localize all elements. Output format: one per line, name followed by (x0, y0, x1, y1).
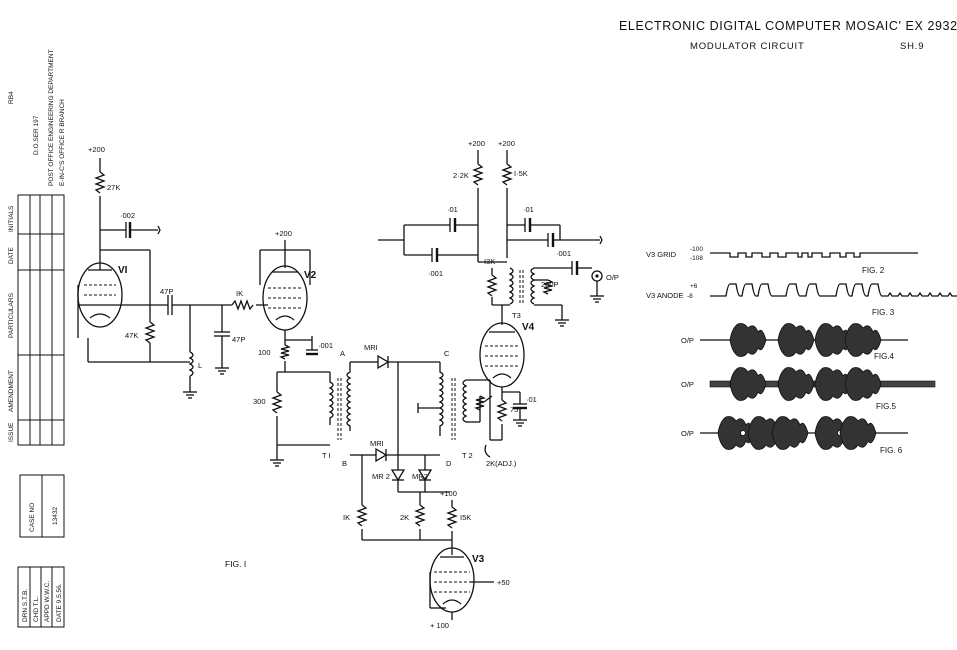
capacitor-01-right: ·01 (523, 205, 534, 214)
label-v1: VI (118, 265, 128, 276)
figure-6-label: FIG. 6 (880, 446, 903, 455)
label-t3: T3 (512, 311, 521, 320)
supply-plus200-left: +200 (468, 139, 485, 148)
figure-1-label: FIG. I (225, 559, 246, 569)
wf-fig3-trace (710, 283, 957, 297)
diode-mr2-left: MR 2 (372, 472, 390, 481)
label-t1: T I (322, 451, 331, 460)
supply-plus50: +50 (497, 578, 510, 587)
col-issue: ISSUE (8, 422, 15, 442)
output-label: O/P (606, 273, 619, 282)
diode-mr2-right: MR2 (412, 472, 428, 481)
figure-2-label: FIG. 2 (862, 266, 885, 275)
figure-3-label: FIG. 3 (872, 308, 895, 317)
approved-by: APPD W.W.C. (44, 581, 51, 622)
supply-plus200-right: +200 (498, 139, 515, 148)
wf-fig5-op-label: O/P (681, 380, 694, 389)
checked-by: CHD T.L. (33, 596, 40, 622)
transformer-t1: T I A B (322, 349, 366, 468)
label-v4: V4 (522, 322, 535, 333)
wf-fig6-op-label: O/P (681, 429, 694, 438)
resistor-1-5k: I·5K (514, 169, 528, 178)
resistor-2k-adjustable: 2K(ADJ.) (486, 459, 517, 468)
waveform-figures: V3 GRID -100 -108 FIG. 2 +6 V3 ANODE -8 … (646, 246, 957, 455)
wf-fig4-op-label: O/P (681, 336, 694, 345)
label-v2: V2 (304, 270, 317, 281)
col-date: DATE (8, 246, 15, 264)
capacitor-200p: 200P (541, 280, 559, 289)
wf-anode-hi: +6 (690, 283, 698, 290)
resistor-1k-lower: IK (343, 513, 350, 522)
v2-stage: IK 47P +200 V2 100 ·001 300 (205, 229, 333, 467)
node-b: B (342, 459, 347, 468)
diode-network: MRI MRI MR 2 MR2 +100 IK 2K I5K (343, 343, 471, 555)
resistor-47k: 47K (125, 331, 138, 340)
wf-v3-anode-label: V3 ANODE (646, 291, 684, 300)
resistor-2k: 2K (400, 513, 409, 522)
wf-grid-lo: -108 (690, 255, 703, 262)
case-number: 13432 (52, 507, 59, 525)
resistor-1k-grid: IK (236, 289, 243, 298)
capacitor-47p-grid: 47P (232, 335, 245, 344)
office: E-IN-C'S OFFICE R BRANCH (59, 99, 66, 186)
capacitor-47p-coupling: 47P (160, 287, 173, 296)
transformer-t2: C D T 2 (417, 349, 490, 468)
wf-grid-hi: -100 (690, 246, 703, 253)
capacitor-001-left: ·001 (428, 269, 443, 278)
capacitor-001-cathode: ·001 (318, 341, 333, 350)
resistor-2-2k: 2·2K (453, 171, 469, 180)
supply-plus200-v2: +200 (275, 229, 292, 238)
node-c: C (444, 349, 450, 358)
department: POST OFFICE ENGINEERING DEPARTMENT (48, 49, 55, 186)
capacitor-002: ·002 (120, 211, 135, 220)
resistor-13k: I3K (484, 257, 495, 266)
resistor-100: 100 (258, 348, 271, 357)
wf-v3-grid-label: V3 GRID (646, 250, 677, 259)
capacitor-001-right: ·001 (556, 249, 571, 258)
resistor-75: 75 (510, 405, 518, 414)
sheet-title: ELECTRONIC DIGITAL COMPUTER MOSAIC' EX 2… (619, 19, 957, 33)
diode-mr1-lower: MRI (370, 439, 384, 448)
col-initials: INITIALS (8, 205, 15, 232)
sheet-subtitle: MODULATOR CIRCUIT (690, 41, 805, 52)
label-t2: T 2 (462, 451, 473, 460)
supply-plus100-diodes: +100 (440, 489, 457, 498)
ref-rb4: RB4 (8, 91, 15, 104)
figure-5-label: FIG.5 (876, 402, 897, 411)
wf-anode-lo: -8 (687, 293, 693, 300)
col-particulars: PARTICULARS (8, 292, 15, 338)
case-label: CASE NO (29, 503, 36, 532)
wf-fig2-trace (710, 252, 918, 258)
wf-fig4-bursts (729, 323, 882, 357)
label-v3: V3 (472, 554, 485, 565)
wf-fig6-bursts (717, 416, 877, 450)
resistor-15k: I5K (460, 513, 471, 522)
figure-4-label: FIG.4 (874, 352, 895, 361)
capacitor-01-left: ·01 (447, 205, 458, 214)
col-amendment: AMENDMENT (8, 370, 15, 412)
resistor-300: 300 (253, 397, 266, 406)
title-block: INITIALS DATE PARTICULARS AMENDMENT ISSU… (8, 49, 66, 628)
sheet-number: SH.9 (900, 41, 924, 52)
v3-stage: V3 +50 + 100 (429, 547, 510, 630)
wf-fig5-bursts (729, 367, 882, 401)
node-d: D (446, 459, 452, 468)
supply-plus200-v1: +200 (88, 145, 105, 154)
v4-stage: +200 +200 2·2K I·5K ·01 ·001 ·01 ·001 (378, 139, 619, 468)
capacitor-01-cathode: ·01 (526, 395, 537, 404)
supply-plus100-v3: + 100 (430, 621, 449, 630)
resistor-27k: 27K (107, 183, 120, 192)
inductor-l: L (198, 361, 202, 370)
drawing-date: DATE 9.5.56. (56, 583, 63, 622)
v1-stage: +200 27K ·002 VI 47P 47K (77, 145, 205, 399)
diode-mr1-upper: MRI (364, 343, 378, 352)
drawn-by: DRN S.T.B. (22, 589, 29, 622)
drawing-number: D.O.SER 197 (33, 115, 40, 155)
node-a: A (340, 349, 345, 358)
